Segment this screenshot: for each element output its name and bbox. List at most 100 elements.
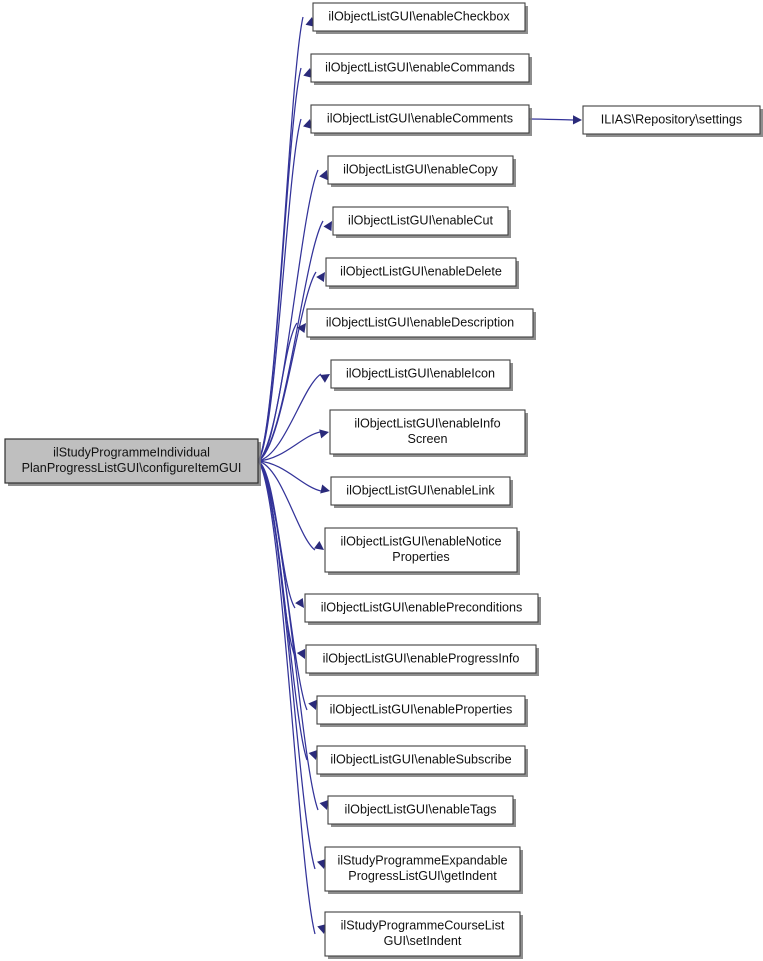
- node-label: ilObjectListGUI\enableLink: [346, 483, 495, 497]
- edge-arrowhead: [296, 648, 306, 659]
- edge-arrowhead: [572, 115, 582, 125]
- graph-edge-root-to-n2: [257, 67, 313, 462]
- edge-arrowhead: [296, 323, 306, 333]
- node-box[interactable]: [316, 745, 526, 775]
- node-label: Properties: [392, 550, 449, 564]
- graph-edge-n3-to-n19: [528, 115, 582, 125]
- graph-node-ilobjectlistgui-enableicon[interactable]: ilObjectListGUI\enableIcon: [330, 359, 513, 391]
- edge-line: [257, 118, 302, 462]
- edge-arrowhead: [323, 221, 332, 232]
- node-label: PlanProgressListGUI\configureItemGUI: [22, 461, 242, 475]
- node-label: ilObjectListGUI\enableInfo: [354, 417, 500, 431]
- graph-node-ilobjectlistgui-enablecheckbox[interactable]: ilObjectListGUI\enableCheckbox: [312, 2, 528, 34]
- node-box[interactable]: [325, 257, 517, 287]
- graph-node-ilobjectlistgui-enabledelete[interactable]: ilObjectListGUI\enableDelete: [325, 257, 519, 289]
- graph-node-ilobjectlistgui-enabletags[interactable]: ilObjectListGUI\enableTags: [327, 795, 516, 827]
- node-box[interactable]: [304, 593, 539, 623]
- node-box[interactable]: [330, 476, 511, 506]
- edge-arrowhead: [305, 17, 315, 27]
- edge-arrowhead: [314, 540, 324, 550]
- graph-edge-root-to-n11: [257, 460, 324, 551]
- node-label: ilObjectListGUI\enableTags: [345, 802, 497, 816]
- node-label: ilObjectListGUI\enableProperties: [330, 702, 513, 716]
- graph-node-ilstudyprogrammeexpandable-progresslistgui-getindent[interactable]: ilStudyProgrammeExpandableProgressListGU…: [324, 846, 523, 894]
- graph-edge-root-to-n9: [257, 429, 329, 462]
- node-label: ilObjectListGUI\enableProgressInfo: [323, 651, 520, 665]
- graph-edge-root-to-n17: [257, 460, 326, 870]
- graph-edge-root-to-n3: [257, 118, 312, 462]
- node-box[interactable]: [327, 155, 514, 185]
- edge-line: [257, 460, 322, 492]
- node-label: ilStudyProgrammeCourseList: [341, 919, 505, 933]
- edge-line: [257, 16, 304, 462]
- node-label: ilObjectListGUI\enableCheckbox: [328, 9, 510, 23]
- node-box[interactable]: [332, 206, 509, 236]
- edge-arrowhead: [316, 272, 325, 283]
- graph-node-ilobjectlistgui-enablecopy[interactable]: ilObjectListGUI\enableCopy: [327, 155, 516, 187]
- node-box[interactable]: [316, 695, 526, 725]
- graph-node-ilobjectlistgui-enablecut[interactable]: ilObjectListGUI\enableCut: [332, 206, 511, 238]
- edge-line: [257, 67, 302, 462]
- graph-edge-root-to-n16: [257, 460, 329, 811]
- edge-arrowhead: [319, 374, 330, 383]
- graph-node-ilias-repository-settings[interactable]: ILIAS\Repository\settings: [582, 105, 763, 137]
- edge-layer: [257, 16, 582, 935]
- graph-node-ilobjectlistgui-enablecomments[interactable]: ilObjectListGUI\enableComments: [310, 104, 532, 136]
- graph-node-ilobjectlistgui-enablecommands[interactable]: ilObjectListGUI\enableCommands: [310, 53, 532, 85]
- graph-edge-root-to-n8: [257, 373, 330, 462]
- graph-edge-root-to-n18: [257, 460, 327, 935]
- graph-edge-root-to-n10: [257, 460, 330, 494]
- node-label: ProgressListGUI\getIndent: [348, 869, 497, 883]
- node-box[interactable]: [306, 308, 534, 338]
- node-label: Screen: [408, 432, 448, 446]
- edge-line: [257, 373, 322, 462]
- graph-node-ilobjectlistgui-enablepreconditions[interactable]: ilObjectListGUI\enablePreconditions: [304, 593, 541, 625]
- graph-node-ilstudyprogrammeindividual-planprogresslistgui-configureitemgui[interactable]: ilStudyProgrammeIndividualPlanProgressLi…: [4, 438, 261, 486]
- edge-arrowhead: [303, 119, 312, 129]
- graph-edge-root-to-n4: [257, 169, 328, 462]
- graph-edge-root-to-n7: [257, 322, 306, 462]
- node-box[interactable]: [329, 409, 526, 455]
- graph-node-ilobjectlistgui-enableproperties[interactable]: ilObjectListGUI\enableProperties: [316, 695, 528, 727]
- edge-line: [528, 118, 574, 121]
- node-box[interactable]: [305, 644, 537, 674]
- node-label: ilObjectListGUI\enableNotice: [341, 535, 502, 549]
- node-box[interactable]: [310, 53, 530, 83]
- graph-edge-root-to-n6: [257, 271, 325, 462]
- node-box[interactable]: [330, 359, 511, 389]
- edge-arrowhead: [295, 597, 304, 608]
- node-label: ilObjectListGUI\enableComments: [327, 111, 513, 125]
- node-label: ilStudyProgrammeIndividual: [53, 446, 210, 460]
- graph-node-ilobjectlistgui-enablelink[interactable]: ilObjectListGUI\enableLink: [330, 476, 513, 508]
- node-box[interactable]: [312, 2, 526, 32]
- graph-node-ilobjectlistgui-enabledescription[interactable]: ilObjectListGUI\enableDescription: [306, 308, 536, 340]
- edge-line: [257, 271, 317, 462]
- node-box[interactable]: [4, 438, 259, 484]
- node-box[interactable]: [324, 527, 518, 573]
- node-label: ilObjectListGUI\enableIcon: [346, 366, 495, 380]
- node-label: ilStudyProgrammeExpandable: [337, 854, 507, 868]
- edge-line: [257, 322, 298, 462]
- node-box[interactable]: [324, 911, 521, 957]
- edge-line: [257, 460, 319, 811]
- edge-arrowhead: [308, 699, 317, 710]
- edge-arrowhead: [319, 799, 329, 810]
- edge-line: [257, 431, 321, 462]
- node-box[interactable]: [327, 795, 514, 825]
- node-box[interactable]: [310, 104, 530, 134]
- node-box[interactable]: [582, 105, 761, 135]
- edge-line: [257, 169, 319, 462]
- edge-arrowhead: [308, 749, 318, 760]
- graph-edge-root-to-n1: [257, 16, 315, 462]
- graph-node-ilobjectlistgui-enablesubscribe[interactable]: ilObjectListGUI\enableSubscribe: [316, 745, 528, 777]
- edge-arrowhead: [317, 859, 326, 869]
- node-label: ilObjectListGUI\enableSubscribe: [330, 752, 511, 766]
- edge-arrowhead: [303, 68, 313, 78]
- graph-node-ilobjectlistgui-enableprogressinfo[interactable]: ilObjectListGUI\enableProgressInfo: [305, 644, 539, 676]
- edge-arrowhead: [317, 924, 327, 934]
- edge-arrowhead: [319, 170, 328, 181]
- node-box[interactable]: [324, 846, 521, 892]
